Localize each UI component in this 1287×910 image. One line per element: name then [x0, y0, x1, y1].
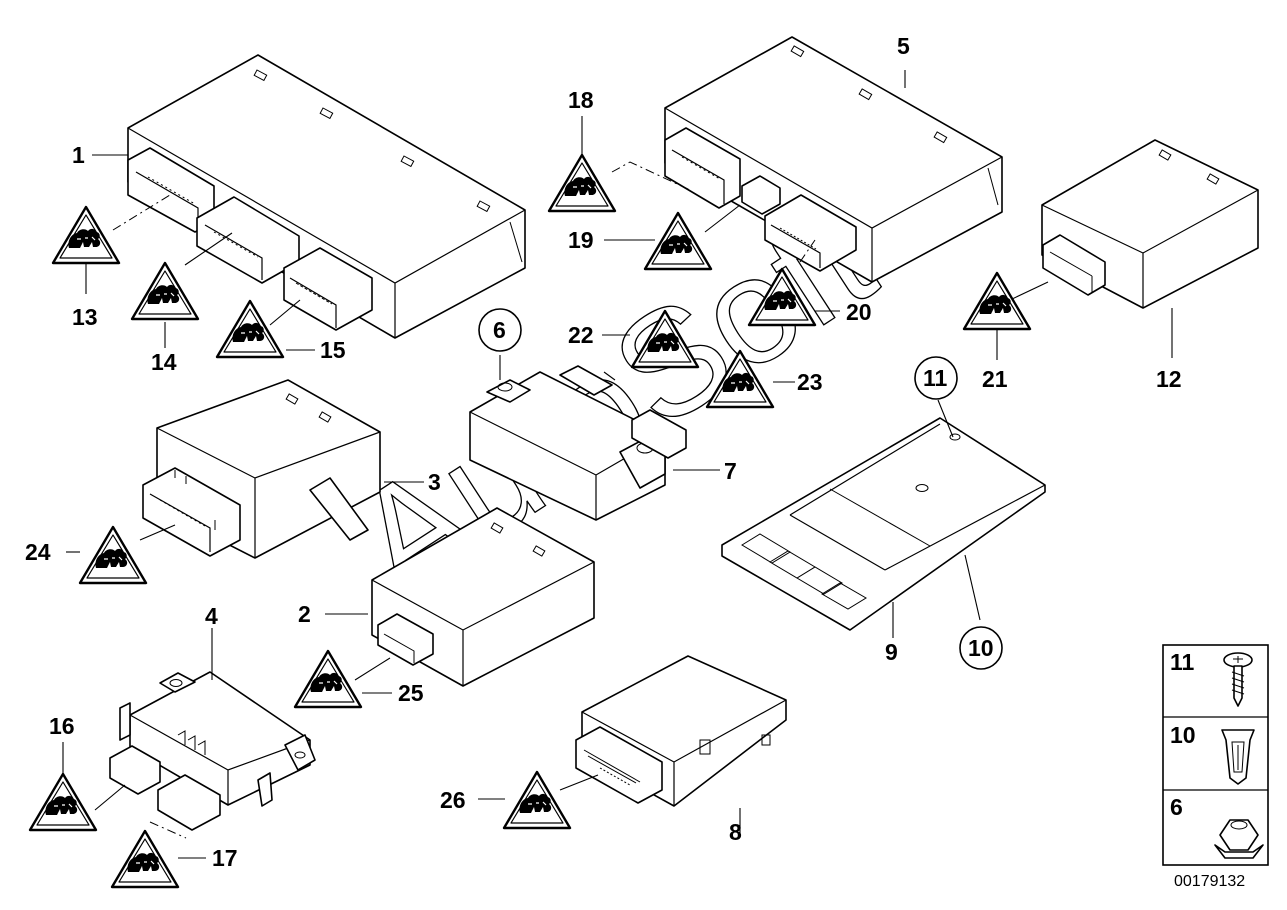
repair-kit-triangle-16	[28, 772, 98, 832]
repair-kit-triangle-19	[643, 211, 713, 271]
label-17: 17	[212, 845, 238, 871]
part-7-module[interactable]	[469, 365, 687, 521]
hex-nut-icon	[1214, 819, 1264, 859]
repair-kit-triangle-24	[78, 525, 148, 585]
hardware-legend: 11 10 6	[1162, 644, 1269, 866]
label-15: 15	[320, 337, 346, 363]
label-13: 13	[72, 304, 98, 330]
part-8-module[interactable]	[575, 655, 787, 807]
label-21: 21	[982, 366, 1008, 392]
label-6: 6	[493, 317, 506, 343]
circle-11	[914, 356, 958, 400]
label-11: 11	[923, 365, 948, 391]
clip-nut-icon	[1221, 729, 1255, 785]
label-1: 1	[72, 142, 85, 168]
part-12-module[interactable]	[1041, 139, 1259, 309]
label-14: 14	[151, 349, 177, 375]
part-5-control-module[interactable]	[664, 36, 1003, 283]
circle-10	[959, 626, 1003, 670]
part-9-holder[interactable]	[721, 417, 1046, 631]
label-23: 23	[797, 369, 823, 395]
legend-item-10-label: 10	[1170, 722, 1196, 748]
repair-kit-triangle-18	[547, 153, 617, 213]
label-10: 10	[968, 635, 994, 661]
circle-6	[478, 308, 522, 352]
label-12: 12	[1156, 366, 1182, 392]
label-4: 4	[205, 603, 218, 629]
label-9: 9	[885, 639, 898, 665]
repair-kit-triangle-14	[130, 261, 200, 321]
repair-kit-triangle-21	[962, 271, 1032, 331]
legend-item-11-label: 11	[1170, 649, 1195, 675]
label-3: 3	[428, 469, 441, 495]
label-7: 7	[724, 458, 737, 484]
label-16: 16	[49, 713, 75, 739]
leader-lines	[62, 70, 1173, 859]
part-3-module[interactable]	[142, 379, 381, 559]
repair-kit-triangle-26	[502, 770, 572, 830]
part-2-module[interactable]	[371, 507, 595, 687]
label-24: 24	[25, 539, 51, 565]
label-25: 25	[398, 680, 424, 706]
diagram-id: 00179132	[1174, 873, 1245, 890]
label-26: 26	[440, 787, 466, 813]
repair-kit-triangle-15	[215, 299, 285, 359]
label-2: 2	[298, 601, 311, 627]
repair-kit-triangle-17	[110, 829, 180, 889]
label-5: 5	[897, 33, 910, 59]
legend-item-6-label: 6	[1170, 794, 1183, 820]
part-1-control-module[interactable]	[127, 54, 526, 339]
label-20: 20	[846, 299, 872, 325]
label-8: 8	[729, 819, 742, 845]
label-19: 19	[568, 227, 594, 253]
part-labels: 1 2 3 4 5 6 7 8 9 10 11 12 13 14 15 16 1…	[25, 33, 1182, 871]
repair-kit-triangle-25	[293, 649, 363, 709]
screw-icon	[1223, 652, 1253, 707]
repair-kit-triangle-13	[51, 205, 121, 265]
label-18: 18	[568, 87, 594, 113]
label-22: 22	[568, 322, 594, 348]
part-4-bracket-module[interactable]	[109, 671, 316, 831]
